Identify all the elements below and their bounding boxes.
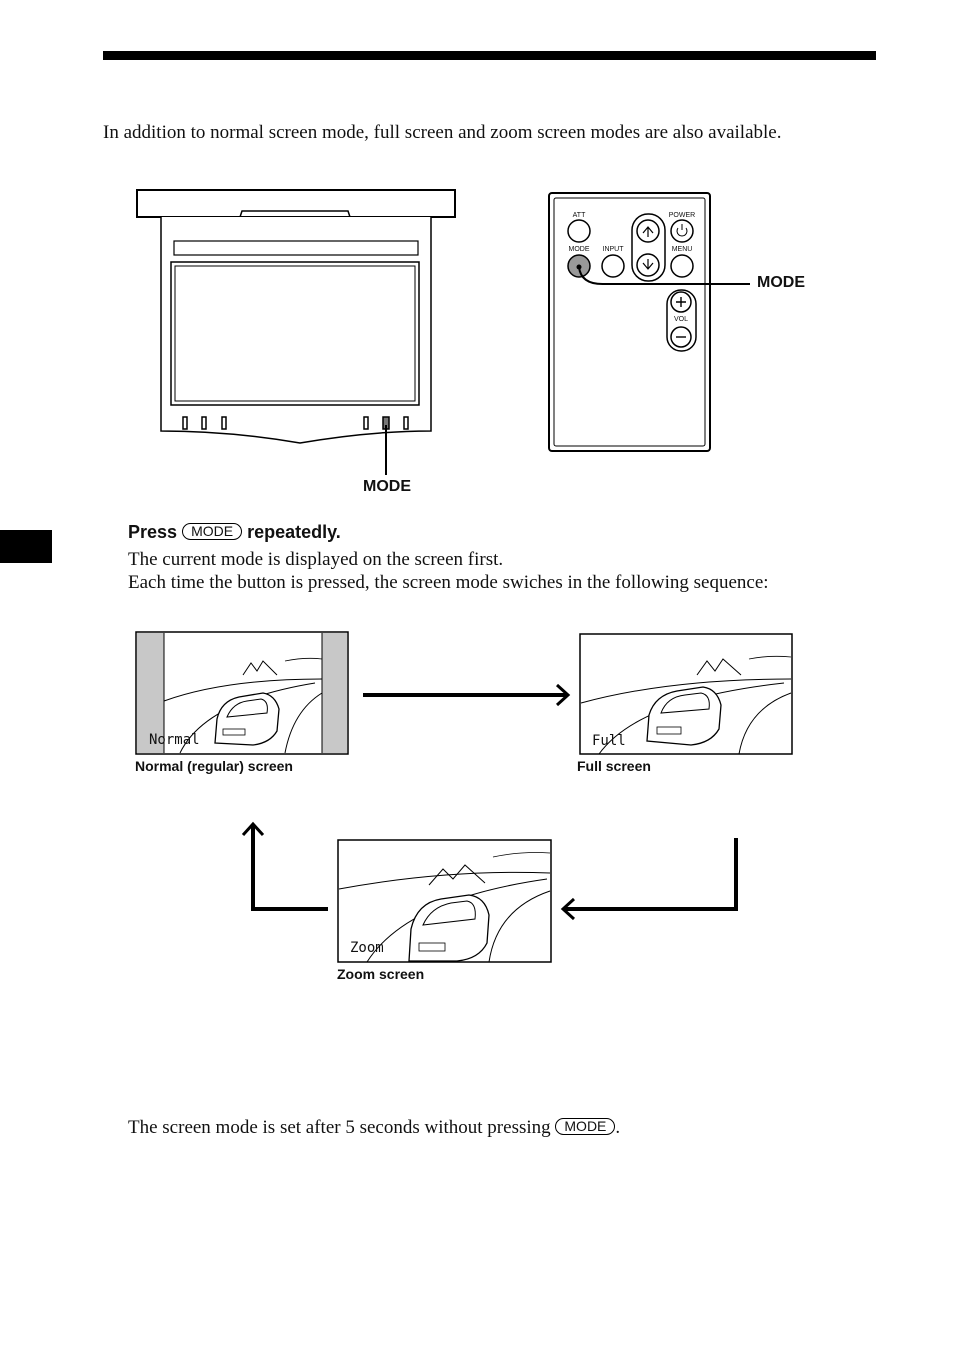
zoom-osd-text: Zoom <box>350 940 384 956</box>
section-tab <box>0 530 52 563</box>
remote-mode-callout: MODE <box>757 274 805 291</box>
header-rule <box>103 51 876 60</box>
menu-label: MENU <box>672 246 693 253</box>
note-text: The screen mode is set after 5 seconds w… <box>128 1117 551 1138</box>
arrow-down-icon <box>642 259 654 270</box>
power-label: POWER <box>669 212 695 219</box>
car-icon <box>646 686 722 746</box>
note-paragraph: The screen mode is set after 5 seconds w… <box>128 1116 848 1139</box>
arrow-left-up-icon <box>241 821 328 911</box>
note-mode-key: MODE <box>555 1118 616 1135</box>
car-icon <box>408 894 490 962</box>
zoom-screen-thumbnail: Zoom <box>337 839 552 963</box>
remote-illustration: ATT POWER MODE INPUT MENU VOL <box>548 192 750 452</box>
arrow-up-icon <box>642 226 654 237</box>
remote-mode-label: MODE <box>569 246 590 253</box>
step-repeat-text: repeatedly. <box>247 522 341 542</box>
arrow-right-icon <box>363 683 571 707</box>
menu-button[interactable] <box>670 254 694 278</box>
normal-osd-text: Normal <box>149 732 200 748</box>
mode-key: MODE <box>182 523 243 540</box>
arrow-down-left-icon <box>560 838 738 921</box>
note-period: . <box>615 1117 621 1138</box>
full-screen-thumbnail: Full <box>579 633 793 755</box>
step-line-2: Each time the button is pressed, the scr… <box>128 572 769 593</box>
step-line-1: The current mode is displayed on the scr… <box>128 549 504 570</box>
monitor-mode-callout: MODE <box>363 478 411 495</box>
att-label: ATT <box>573 212 586 219</box>
step-press-text: Press <box>128 522 178 542</box>
input-button[interactable] <box>601 254 625 278</box>
zoom-screen-caption: Zoom screen <box>337 966 425 982</box>
power-button[interactable] <box>670 219 694 243</box>
normal-screen-thumbnail: Normal <box>135 631 349 755</box>
input-label: INPUT <box>603 246 625 253</box>
att-button[interactable] <box>567 219 591 243</box>
full-osd-text: Full <box>592 733 626 749</box>
vol-label: VOL <box>674 316 688 323</box>
monitor-illustration <box>136 189 456 475</box>
power-icon <box>676 227 688 237</box>
car-icon <box>214 692 280 746</box>
full-screen-caption: Full screen <box>577 758 651 774</box>
step-heading: Press MODE repeatedly. <box>128 522 341 543</box>
normal-screen-caption: Normal (regular) screen <box>135 758 293 774</box>
intro-paragraph: In addition to normal screen mode, full … <box>103 122 782 143</box>
plus-icon <box>676 297 686 307</box>
